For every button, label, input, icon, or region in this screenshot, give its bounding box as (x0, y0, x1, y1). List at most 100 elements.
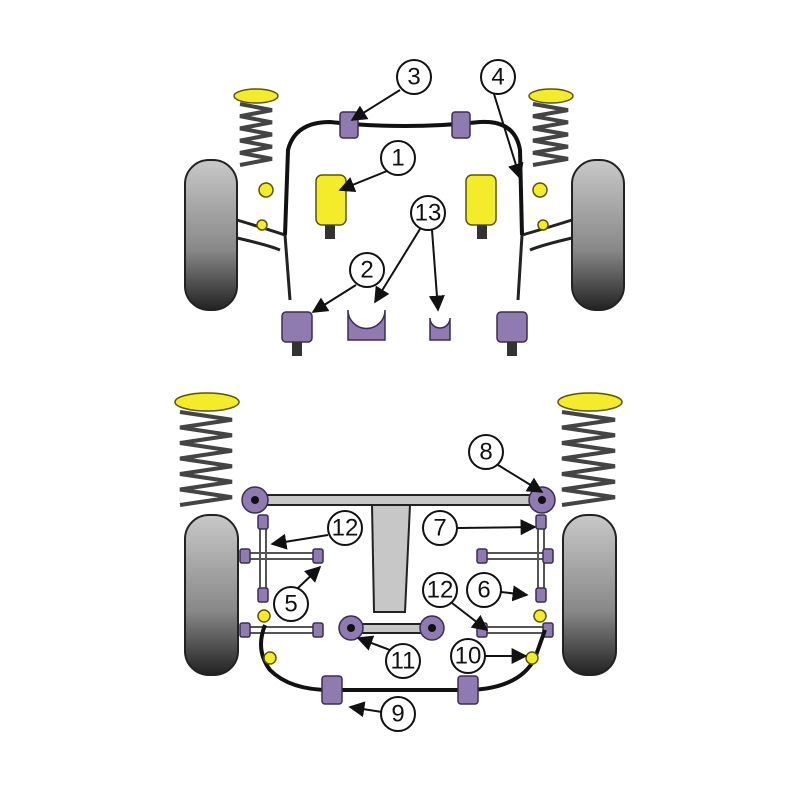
leader-arrow (497, 464, 544, 493)
leader-arrow (350, 89, 401, 121)
leader-arrow (428, 229, 445, 312)
leader-arrow (374, 228, 421, 304)
front-arb-bush-right (451, 111, 471, 139)
callout-label: 7 (433, 515, 446, 542)
callout-label: 13 (415, 200, 442, 227)
callout-5: 5 (273, 586, 309, 622)
rear-trailing-mount (370, 504, 412, 613)
link-bush (476, 548, 488, 564)
rear-left-spring (179, 410, 233, 507)
callout-8: 8 (468, 434, 504, 470)
callout-label: 4 (491, 64, 504, 91)
callout-label: 12 (332, 515, 359, 542)
callout-12-lower: 12 (422, 572, 458, 608)
callout-7: 7 (422, 510, 458, 546)
callout-12-upper: 12 (327, 510, 363, 546)
link-bush (312, 622, 324, 638)
rear-left-links (245, 522, 550, 634)
arb-bush-large (347, 309, 386, 341)
front-right-bolt (477, 225, 487, 239)
callout-1: 1 (380, 140, 416, 176)
front-left-spring (239, 102, 273, 167)
callout-label: 10 (455, 643, 482, 670)
front-right-link-bush (532, 182, 548, 198)
rear-anti-roll-bar (259, 624, 547, 692)
callout-label: 8 (479, 439, 492, 466)
front-right-tire (571, 159, 625, 311)
rear-suspension (174, 392, 623, 705)
callout-2: 2 (349, 252, 385, 288)
front-left-lower-arm (236, 218, 292, 301)
callout-9: 9 (380, 696, 416, 732)
link-bush (535, 587, 547, 603)
rear-right-tire (562, 514, 617, 676)
leader-arrow (270, 533, 329, 550)
front-springs (239, 102, 569, 167)
front-left-tire (184, 159, 238, 311)
leader-arrow (297, 565, 322, 589)
leader-arrow (356, 635, 391, 651)
link-bush (542, 548, 554, 564)
rear-crossmember (254, 494, 546, 506)
rear-arb-bush-left (321, 675, 343, 705)
rear-springs (179, 410, 616, 507)
callout-label: 2 (360, 257, 373, 284)
front-right-rear-bolt (507, 342, 517, 356)
callout-6: 6 (466, 572, 502, 608)
front-right-spring (532, 102, 569, 167)
leader-arrow (451, 602, 489, 631)
rear-left-top-mount (174, 392, 240, 412)
callout-label: 11 (391, 648, 416, 675)
callout-label: 1 (391, 145, 404, 172)
link-bush (312, 548, 324, 564)
link-bush (535, 514, 547, 530)
front-right-rear-bush (496, 311, 528, 343)
front-left-rear-bolt (292, 342, 302, 356)
callout-11: 11 (385, 643, 421, 679)
leader-arrow (311, 284, 357, 313)
front-left-link-bush-lower (256, 219, 268, 231)
leader-arrow (338, 170, 388, 193)
front-left-top-mount (233, 88, 279, 104)
front-left-yellow-bush (315, 174, 347, 226)
leader-arrow (457, 519, 537, 536)
bolt-hole (428, 624, 436, 632)
front-right-top-mount (528, 88, 574, 104)
rear-left-drop-link-bush-lower (263, 651, 277, 665)
front-right-lower-arm (516, 218, 573, 301)
callout-label: 5 (284, 591, 297, 618)
rear-arb-bush-right (457, 675, 479, 705)
link-bush (239, 622, 251, 638)
leader-arrow (500, 585, 529, 602)
bolt-hole (251, 496, 259, 504)
callout-3: 3 (396, 59, 432, 95)
rear-left-drop-link-bush (257, 609, 271, 623)
leader-arrow (493, 93, 524, 180)
front-anti-roll-bar (283, 119, 524, 236)
rear-right-spring (561, 410, 616, 507)
front-left-link-bush (258, 182, 274, 198)
front-arb-bush-left (339, 111, 359, 139)
arb-bush-small (429, 317, 451, 341)
callout-10: 10 (450, 638, 486, 674)
link-bush (257, 514, 269, 530)
rear-left-tire (184, 514, 239, 676)
callout-label: 3 (407, 64, 420, 91)
bolt-hole (538, 496, 546, 504)
bolt-hole (347, 624, 355, 632)
callout-label: 12 (427, 577, 454, 604)
rear-right-drop-link-bush (533, 609, 547, 623)
callout-4: 4 (480, 59, 516, 95)
front-suspension (184, 88, 625, 356)
callout-label: 9 (391, 701, 404, 728)
link-bush (257, 587, 269, 603)
rear-right-top-mount (557, 392, 623, 412)
rear-right-drop-link-bush-lower (525, 651, 539, 665)
callout-label: 6 (477, 577, 490, 604)
front-right-link-bush-lower (537, 219, 549, 231)
leader-arrows (270, 89, 544, 718)
link-bush (239, 548, 251, 564)
front-right-yellow-bush (465, 174, 497, 226)
